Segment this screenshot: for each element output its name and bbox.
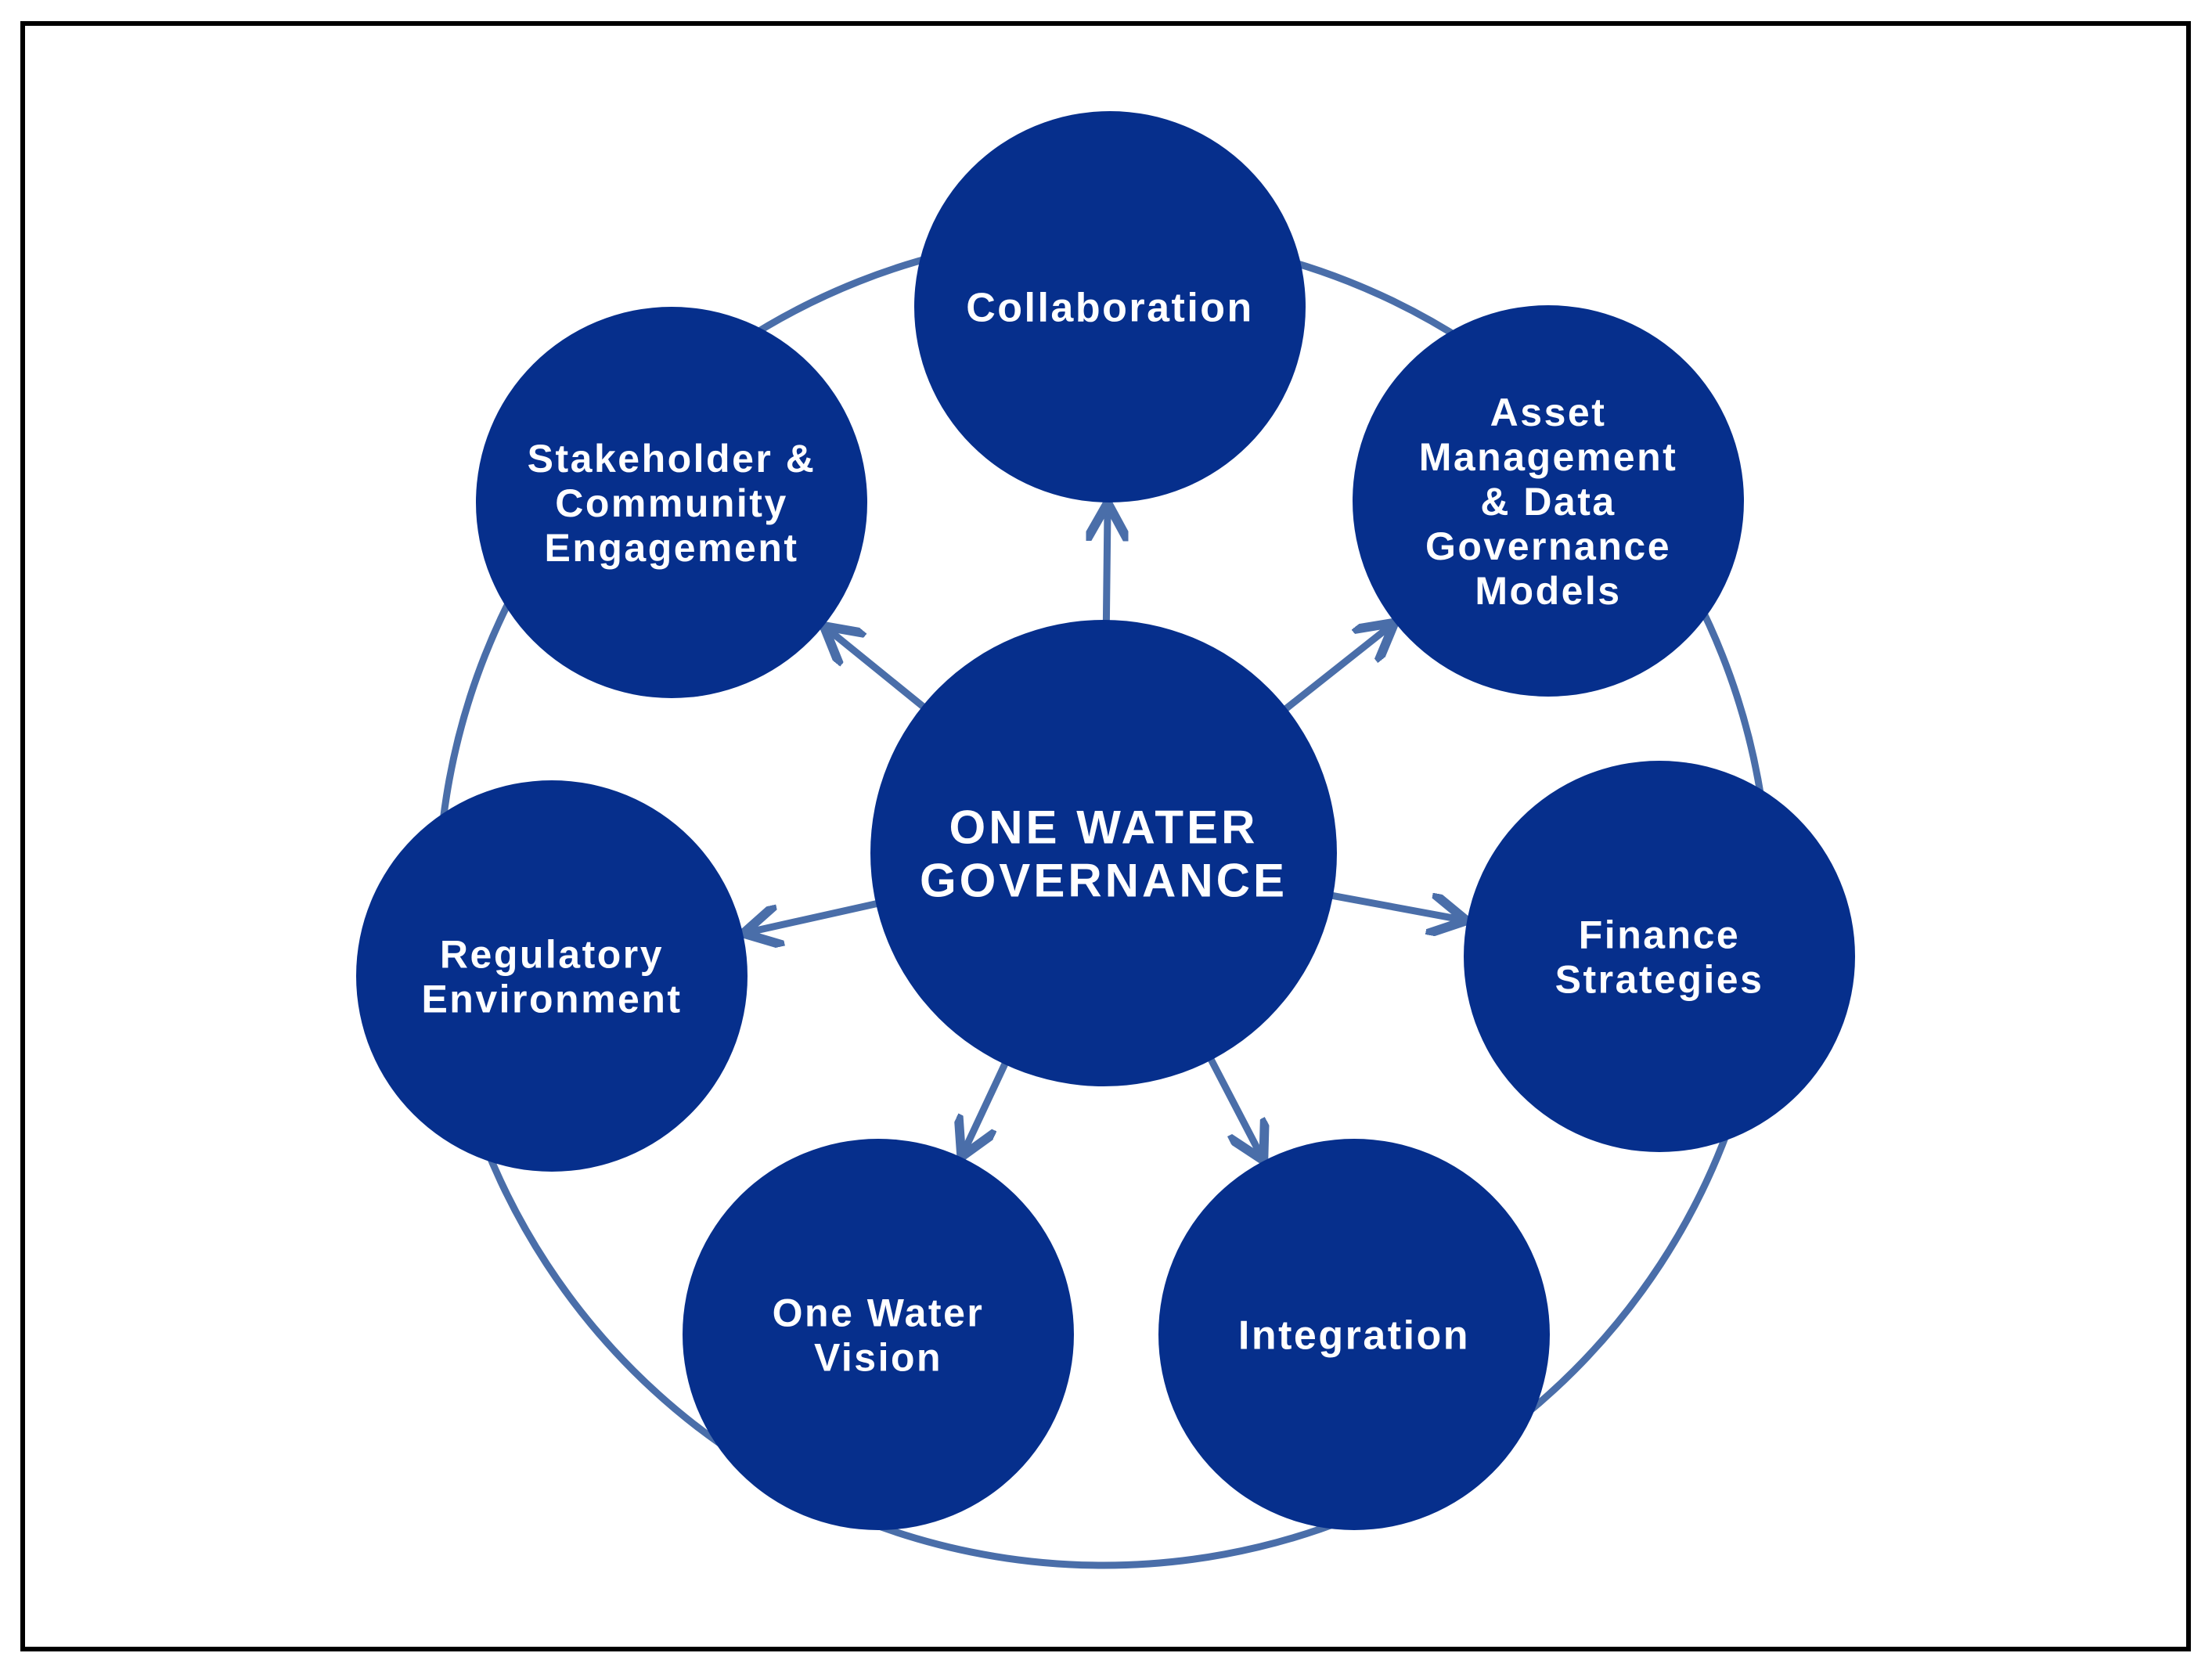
node-label-line: Environment [421, 978, 682, 1021]
node-label-line: Integration [1238, 1313, 1470, 1359]
node-label-line: Management [1419, 435, 1678, 479]
node-label-line: Governance [1425, 524, 1671, 568]
center-label-line: GOVERNANCE [920, 855, 1288, 907]
node-label-line: One Water [773, 1291, 985, 1335]
circle-one-water-vision [683, 1139, 1074, 1530]
arrow-to-integration [1202, 1046, 1262, 1157]
arrow-to-regulatory-environment [748, 898, 891, 933]
node-label-line: Vision [814, 1336, 942, 1380]
node-label-line: Models [1475, 569, 1621, 613]
node-label-line: Community [555, 481, 788, 525]
arrow-to-collaboration [1106, 507, 1108, 635]
circle-one-water-governance [870, 620, 1337, 1086]
circle-collaboration [914, 111, 1306, 502]
connector-arrows [748, 507, 1462, 1157]
node-label-line: Finance [1579, 913, 1740, 957]
diagram-nodes: ONE WATERGOVERNANCECollaborationAssetMan… [356, 111, 1855, 1530]
node-collaboration: Collaboration [914, 111, 1306, 502]
node-label-line: Asset [1490, 391, 1607, 434]
node-label-line: & Data [1480, 480, 1616, 524]
arrow-to-asset-management [1274, 625, 1392, 719]
arrow-to-finance-strategies [1318, 890, 1462, 920]
node-label-line: Regulatory [440, 933, 664, 977]
circle-finance-strategies [1464, 761, 1855, 1152]
circle-asset-management [1353, 305, 1744, 697]
circle-regulatory-environment [356, 780, 748, 1172]
node-label-line: Collaboration [966, 286, 1254, 331]
node-label-line: Strategies [1555, 958, 1764, 1002]
center-label-line: ONE WATER [949, 801, 1259, 854]
node-label-line: Engagement [544, 526, 798, 570]
arrow-to-stakeholder-engagement [827, 628, 935, 717]
node-label-line: Stakeholder & [528, 437, 816, 481]
arrow-to-one-water-vision [964, 1050, 1014, 1153]
circle-integration [1158, 1139, 1550, 1530]
circle-stakeholder-engagement [476, 307, 867, 698]
node-integration: Integration [1158, 1139, 1550, 1530]
